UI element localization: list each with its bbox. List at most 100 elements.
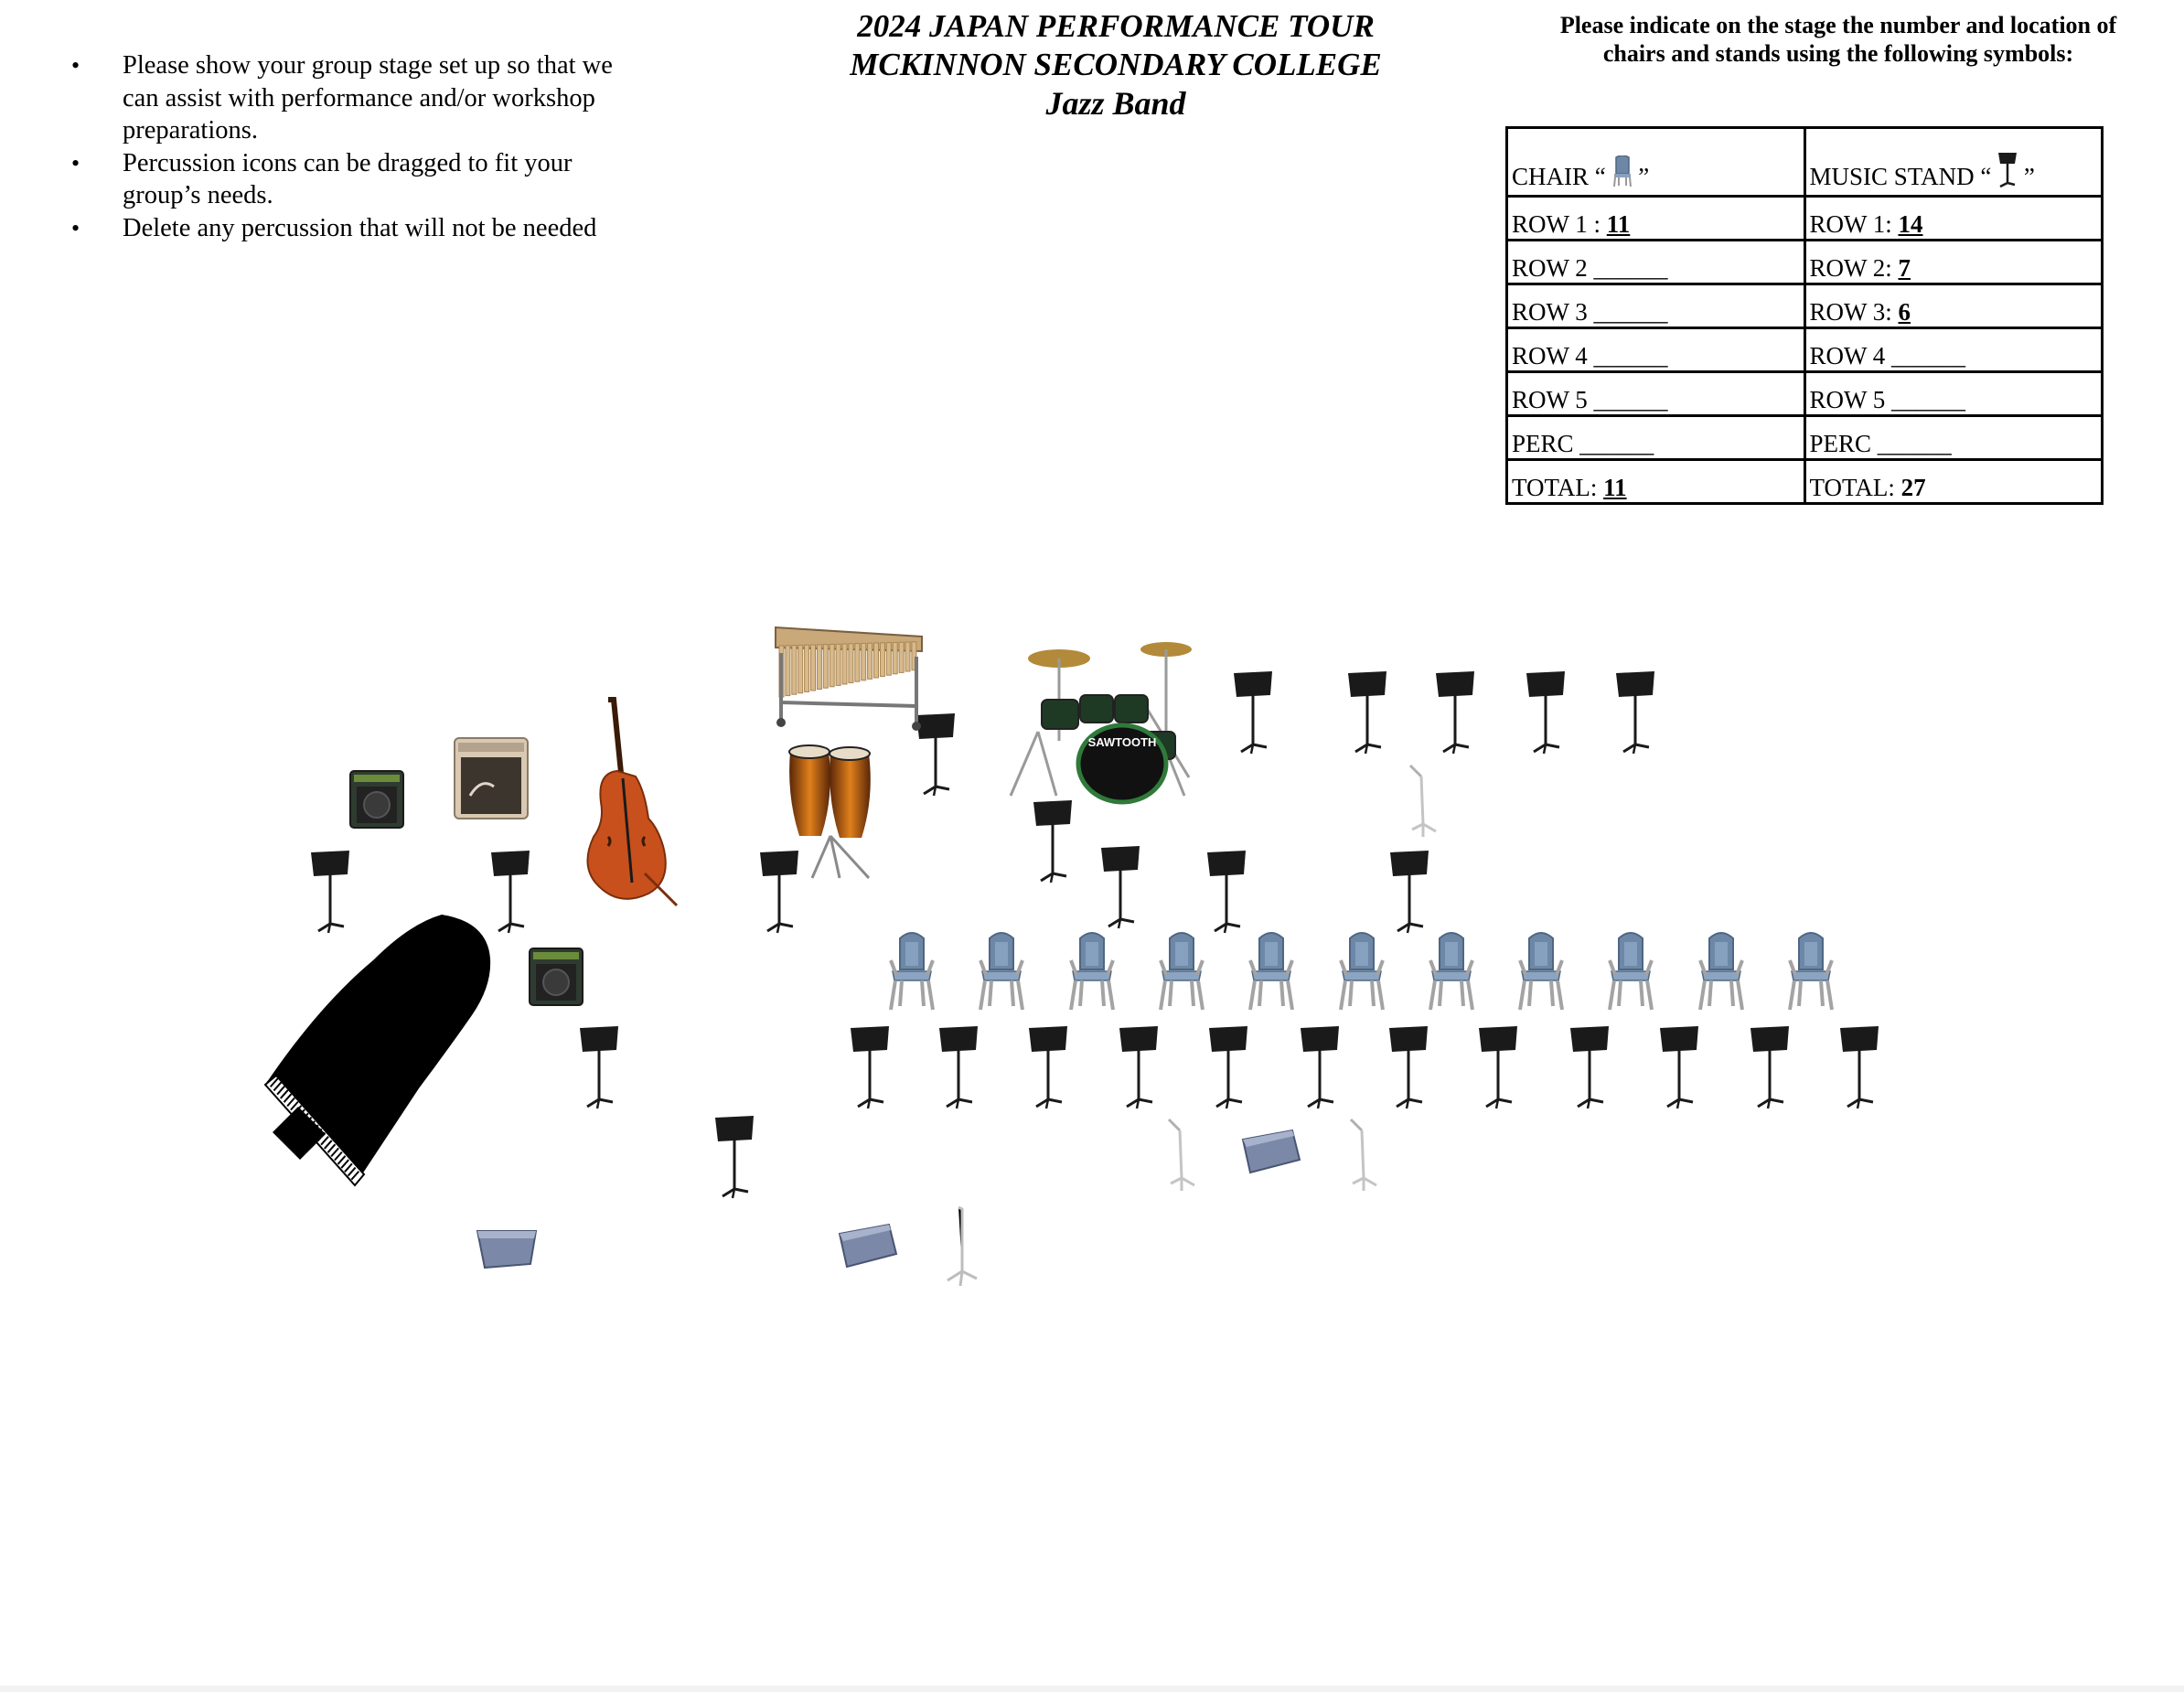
double-bass-icon[interactable] — [581, 697, 681, 907]
stand-row-label: PERC — [1809, 430, 1878, 457]
title-line-ensemble: Jazz Band — [1045, 85, 1186, 122]
music-stand-icon[interactable] — [578, 1026, 620, 1110]
stand-count-cell[interactable]: PERC ______ — [1803, 414, 2104, 461]
music-stand-icon[interactable] — [1027, 1026, 1069, 1110]
music-stand-icon[interactable] — [1346, 671, 1388, 755]
music-stand-icon[interactable] — [1838, 1026, 1880, 1110]
chair-icon[interactable] — [1516, 931, 1566, 1013]
chair-count-cell[interactable]: ROW 1 : 11 — [1505, 195, 1806, 241]
music-stand-icon[interactable] — [1477, 1026, 1519, 1110]
music-stand-icon[interactable] — [915, 713, 957, 798]
stand-row-value: 7 — [1898, 254, 1911, 282]
mic-stand-icon[interactable] — [942, 1205, 979, 1287]
guitar-amp-icon[interactable] — [349, 770, 404, 829]
music-stand-icon[interactable] — [713, 1116, 755, 1200]
music-stand-icon[interactable] — [1614, 671, 1656, 755]
chair-icon[interactable] — [1247, 931, 1296, 1013]
chair-count-cell[interactable]: PERC ______ — [1505, 414, 1806, 461]
stand-row-value: 6 — [1898, 298, 1911, 326]
stand-row-label: ROW 2: — [1809, 254, 1899, 282]
stand-count-cell[interactable]: ROW 1: 14 — [1803, 195, 2104, 241]
stand-row-label: ROW 3: — [1809, 298, 1899, 326]
music-stand-icon[interactable] — [1568, 1026, 1611, 1110]
drum-kit-logo: SAWTOOTH — [1088, 735, 1157, 749]
chair-icon[interactable] — [887, 931, 937, 1013]
floor-monitor-icon[interactable] — [1239, 1127, 1303, 1177]
chair-icon — [1612, 155, 1632, 187]
stand-row-blank: ______ — [1891, 386, 1966, 413]
stand-count-cell[interactable]: ROW 5 ______ — [1803, 370, 2104, 417]
music-stand-icon[interactable] — [1434, 671, 1476, 755]
chair-row-blank: ______ — [1593, 386, 1668, 413]
mic-stand-icon[interactable] — [1408, 764, 1438, 839]
stand-row-label: TOTAL: — [1809, 474, 1901, 501]
drum-kit-icon[interactable]: SAWTOOTH — [1001, 640, 1207, 805]
chair-icon[interactable] — [1337, 931, 1386, 1013]
stand-row-label: ROW 5 — [1809, 386, 1892, 413]
stand-header-label: MUSIC STAND — [1809, 163, 1975, 190]
grand-piano-icon[interactable] — [263, 915, 494, 1187]
title-line-tour: 2024 JAPAN PERFORMANCE TOUR — [857, 8, 1375, 44]
chair-row-value: 11 — [1603, 474, 1627, 501]
stand-row-blank: ______ — [1891, 342, 1966, 369]
instruction-item: •Please show your group stage set up so … — [71, 51, 613, 145]
chair-row-blank: ______ — [1593, 342, 1668, 369]
chair-count-cell[interactable]: ROW 3 ______ — [1505, 283, 1806, 329]
page-title: 2024 JAPAN PERFORMANCE TOUR MCKINNON SEC… — [787, 7, 1445, 123]
chair-count-cell[interactable]: TOTAL: 11 — [1505, 458, 1806, 505]
chair-icon[interactable] — [1067, 931, 1117, 1013]
chair-row-label: ROW 3 — [1512, 298, 1594, 326]
music-stand-icon[interactable] — [937, 1026, 980, 1110]
stand-row-label: ROW 4 — [1809, 342, 1892, 369]
count-table-row: PERC ______PERC ______ — [1505, 414, 2104, 461]
music-stand-icon[interactable] — [309, 851, 351, 935]
music-stand-icon[interactable] — [1388, 851, 1430, 935]
chair-icon[interactable] — [1157, 931, 1206, 1013]
music-stand-icon[interactable] — [758, 851, 800, 935]
chair-icon[interactable] — [1606, 931, 1655, 1013]
music-stand-icon[interactable] — [1232, 671, 1274, 755]
chair-count-cell[interactable]: ROW 2 ______ — [1505, 239, 1806, 285]
guitar-amp-icon[interactable] — [529, 948, 583, 1006]
music-stand-icon[interactable] — [1299, 1026, 1341, 1110]
music-stand-icon[interactable] — [1387, 1026, 1429, 1110]
chair-row-blank: ______ — [1593, 298, 1668, 326]
mic-stand-icon[interactable] — [1167, 1118, 1196, 1193]
chair-row-label: ROW 2 — [1512, 254, 1594, 282]
chair-icon[interactable] — [1427, 931, 1476, 1013]
chair-row-label: ROW 5 — [1512, 386, 1594, 413]
music-stand-icon[interactable] — [489, 851, 531, 935]
music-stand-icon[interactable] — [1749, 1026, 1791, 1110]
music-stand-icon[interactable] — [1205, 851, 1247, 935]
count-table-row: ROW 3 ______ROW 3: 6 — [1505, 283, 2104, 329]
floor-monitor-icon[interactable] — [836, 1221, 900, 1271]
guitar-amp-icon[interactable] — [454, 737, 529, 819]
music-stand-icon[interactable] — [849, 1026, 891, 1110]
music-stand-icon[interactable] — [1658, 1026, 1700, 1110]
floor-monitor-icon[interactable] — [476, 1227, 540, 1275]
page-bottom-edge — [0, 1686, 2184, 1692]
music-stand-icon[interactable] — [1207, 1026, 1249, 1110]
music-stand-icon[interactable] — [1525, 671, 1567, 755]
music-stand-icon[interactable] — [1118, 1026, 1160, 1110]
chair-icon[interactable] — [977, 931, 1026, 1013]
chair-count-cell[interactable]: ROW 5 ______ — [1505, 370, 1806, 417]
chair-icon[interactable] — [1786, 931, 1836, 1013]
music-stand-icon[interactable] — [1099, 846, 1141, 930]
marimba-icon[interactable] — [770, 620, 927, 731]
stand-count-cell[interactable]: ROW 4 ______ — [1803, 327, 2104, 373]
stand-count-cell[interactable]: ROW 3: 6 — [1803, 283, 2104, 329]
chair-count-cell[interactable]: ROW 4 ______ — [1505, 327, 1806, 373]
chair-icon[interactable] — [1697, 931, 1746, 1013]
chair-row-value: 11 — [1606, 210, 1631, 238]
stand-row-label: ROW 1: — [1809, 210, 1899, 238]
mic-stand-icon[interactable] — [1349, 1118, 1378, 1193]
chair-row-label: ROW 1 : — [1512, 210, 1607, 238]
music-stand-icon[interactable] — [1032, 800, 1074, 884]
stand-count-cell[interactable]: TOTAL: 27 — [1803, 458, 2104, 505]
instructions-list: •Please show your group stage set up so … — [64, 49, 631, 244]
stand-count-cell[interactable]: ROW 2: 7 — [1803, 239, 2104, 285]
conga-drums-icon[interactable] — [785, 741, 881, 883]
